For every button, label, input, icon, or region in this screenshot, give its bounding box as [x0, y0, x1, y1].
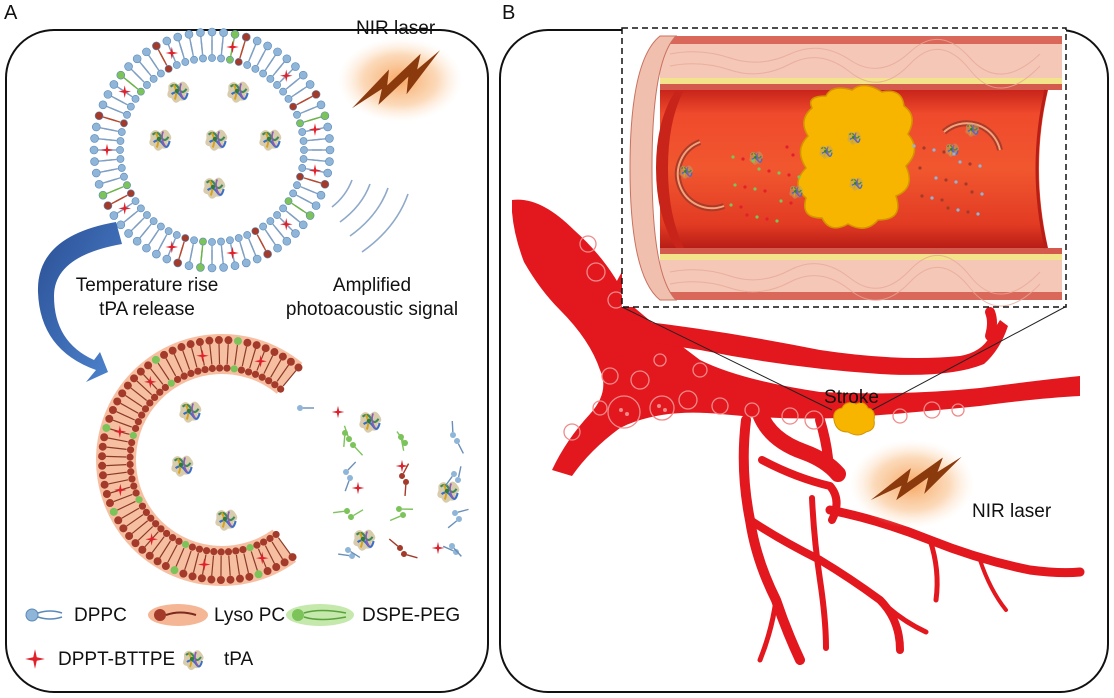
nir-laser-label-b: NIR laser: [972, 501, 1052, 522]
nir-laser-label-a: NIR laser: [356, 18, 436, 39]
nir-laser-icon-a: [338, 38, 462, 122]
legend-tpa-label: tPA: [224, 649, 254, 670]
legend-dppc-label: DPPC: [74, 605, 127, 626]
legend-lyso-pc-icon: [148, 604, 208, 626]
signal-caption: Amplified photoacoustic signal: [278, 274, 466, 322]
legend: [25, 604, 354, 672]
legend-dspe-peg-icon: [286, 604, 354, 626]
legend-lyso-pc-label: Lyso PC: [214, 605, 286, 626]
blood-vessel-tree: [512, 199, 1085, 665]
inset-released-particles: [678, 122, 984, 223]
nir-laser-icon-b: [850, 440, 974, 528]
release-arrow-icon: [37, 222, 122, 382]
legend-dppc-icon: [25, 608, 63, 622]
signal-caption-line2: photoacoustic signal: [285, 298, 459, 320]
panel-b: [499, 27, 1109, 693]
release-caption-line1: Temperature rise: [75, 275, 219, 296]
panel-a-letter: A: [4, 2, 18, 24]
release-caption: Temperature rise tPA release: [62, 274, 232, 322]
photoacoustic-wave-icon: [331, 179, 409, 253]
signal-caption-line1: Amplified: [332, 275, 412, 296]
release-caption-line2: tPA release: [99, 298, 195, 320]
artery-cross-section-inset: [621, 27, 1067, 308]
legend-dspe-peg-label: DSPE-PEG: [362, 605, 461, 626]
legend-dppt-btttpe-label: DPPT-BTTPE: [58, 649, 176, 670]
ruptured-liposome: [96, 334, 303, 586]
panel-a: [5, 27, 489, 693]
inset-dashed-frame: [621, 27, 1067, 308]
released-contents: [297, 405, 469, 559]
stroke-clot-icon: [833, 402, 875, 436]
intact-liposome: [89, 27, 335, 273]
zoom-lines: [621, 306, 1066, 411]
stroke-label: Stroke: [824, 387, 879, 408]
panel-b-letter: B: [502, 2, 516, 24]
